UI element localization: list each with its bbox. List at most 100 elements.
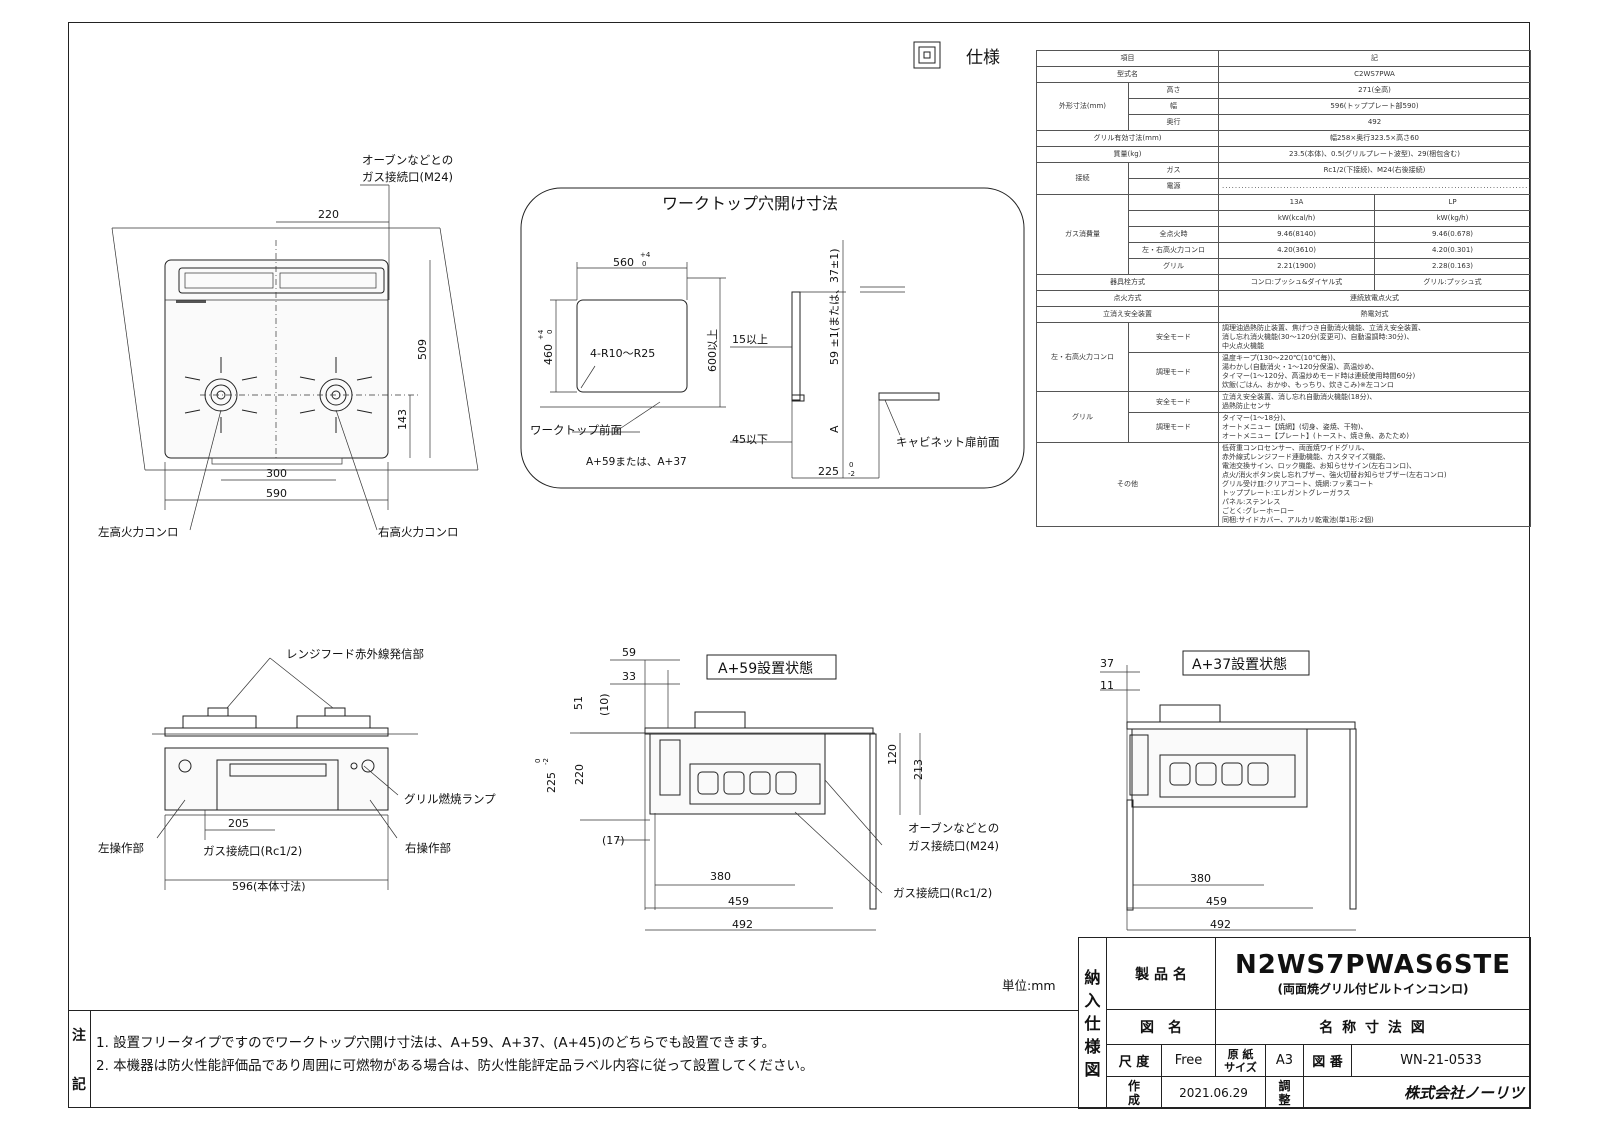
spec-burner-label: 左・右高火力コンロ xyxy=(1036,322,1129,392)
tol-460-lower: 0 xyxy=(546,330,554,334)
dim-300: 300 xyxy=(266,467,287,480)
spec-grill-size-label: グリル有効寸法(mm) xyxy=(1036,130,1219,147)
spec-width-value: 596(トッププレート部590) xyxy=(1218,98,1531,115)
dim-509: 509 xyxy=(416,339,429,360)
dim-a59-492: 492 xyxy=(732,918,753,931)
company-logo: 株式会社ノーリツ xyxy=(1302,1076,1532,1109)
notes-section: 注記 1. 設置フリータイプですのでワークトップ穴開け寸法は、A+59、A+37… xyxy=(68,1010,1078,1108)
spec-depth-value: 492 xyxy=(1218,114,1531,131)
spec-gasuse-row: グリル xyxy=(1128,258,1219,275)
spec-gasuse-13a: 4.20(3610) xyxy=(1218,242,1375,259)
spec-grill-safe-value: 立消え安全装置、消し忘れ自動消火機能(18分)、 過熱防止センサ xyxy=(1218,391,1531,413)
spec-gasuse-row: 左・右高火力コンロ xyxy=(1128,242,1219,259)
scale-value: Free xyxy=(1161,1044,1216,1077)
product-label: 製 品 名 xyxy=(1106,937,1216,1010)
spec-other-label: その他 xyxy=(1036,442,1219,527)
spec-gasuse-lp: 4.20(0.301) xyxy=(1374,242,1531,259)
spec-gasuse-13a: 2.21(1900) xyxy=(1218,258,1375,275)
side-char: 入 xyxy=(1084,990,1101,1010)
product-name: N2WS7PWAS6STE xyxy=(1234,950,1512,980)
a37-title: A+37設置状態 xyxy=(1192,657,1287,673)
spec-conn-label: 接続 xyxy=(1036,162,1129,195)
top-view xyxy=(111,184,479,531)
spec-power-value: ........................................… xyxy=(1218,178,1531,195)
spec-13a-unit: kW(kcal/h) xyxy=(1218,210,1375,227)
spec-gasuse-label: ガス消費量 xyxy=(1036,194,1129,275)
tol-225-upper: 0 xyxy=(849,461,853,469)
dim-a59-220: 220 xyxy=(573,764,586,785)
spec-safety-label: 立消え安全装置 xyxy=(1036,306,1219,323)
paper-label-2: サイズ xyxy=(1224,1060,1257,1074)
dim-560: 560 xyxy=(613,256,634,269)
adjust-label: 調整 xyxy=(1265,1076,1304,1109)
made-label: 作成 xyxy=(1106,1076,1162,1109)
notes-label-2: 記 xyxy=(72,1076,86,1093)
dim-a59-59: 59 xyxy=(622,646,636,659)
tol-a59-225-lower: -2 xyxy=(542,758,550,765)
side-char: 仕 xyxy=(1084,1013,1101,1033)
grill-lamp-label: グリル燃焼ランプ xyxy=(404,792,496,806)
dim-a37-380: 380 xyxy=(1190,872,1211,885)
side-a59-view xyxy=(570,659,921,931)
spec-ignite-label: 点火方式 xyxy=(1036,290,1219,307)
made-label-2: 成 xyxy=(1127,1092,1140,1107)
spec-power-label: 電源 xyxy=(1128,178,1219,195)
spec-outer-label: 外形寸法(mm) xyxy=(1036,82,1129,131)
spec-grill-safe-label: 安全モード xyxy=(1128,391,1219,413)
a37-title-box xyxy=(1182,650,1310,676)
spec-grill-cook-label: 調理モード xyxy=(1128,412,1219,443)
left-burner-label: 左高火力コンロ xyxy=(98,525,179,539)
unit-label: 単位:mm xyxy=(1002,978,1056,993)
spec-head-item: 項目 xyxy=(1036,50,1219,67)
spec-safety-value: 熱電対式 xyxy=(1218,306,1531,323)
spec-gasuse-13a: 9.46(8140) xyxy=(1218,226,1375,243)
product-cell: N2WS7PWAS6STE (両面焼グリル付ビルトインコンロ) xyxy=(1214,937,1532,1010)
note-1: 1. 設置フリータイプですのでワークトップ穴開け寸法は、A+59、A+37、(A… xyxy=(96,1035,776,1051)
notes-label: 注記 xyxy=(68,1011,91,1108)
dim-a37-11: 11 xyxy=(1100,679,1114,692)
cutout-drawing xyxy=(540,240,940,479)
figure-name: 名 称 寸 法 図 xyxy=(1214,1009,1532,1045)
paper-size: A3 xyxy=(1265,1044,1304,1077)
spec-lp-unit: kW(kg/h) xyxy=(1374,210,1531,227)
spec-grill-label: グリル xyxy=(1036,391,1129,443)
spec-gasuse-row: 全点火時 xyxy=(1128,226,1219,243)
drawing-number: WN-21-0533 xyxy=(1350,1044,1532,1077)
spec-other-value: 低荷重コンロセンサー、両面焼ワイドグリル、 赤外線式レンジフード連動機能、カスタ… xyxy=(1218,442,1531,527)
spec-width-label: 幅 xyxy=(1128,98,1219,115)
side-char: 様 xyxy=(1084,1036,1101,1056)
tol-a59-225-upper: 0 xyxy=(534,759,542,763)
note-2: 2. 本機器は防火性能評価品であり周囲に可燃物がある場合は、防火性能評定品ラベル… xyxy=(96,1058,814,1074)
spec-valve-label: 器具栓方式 xyxy=(1036,274,1219,291)
tol-560-upper: +4 xyxy=(640,251,651,259)
dim-205: 205 xyxy=(228,817,249,830)
a59-oven-label2: ガス接続口(M24) xyxy=(908,839,999,853)
tol-460-upper: +4 xyxy=(537,329,545,340)
dim-a59-33: 33 xyxy=(622,670,636,683)
front-view xyxy=(152,657,418,890)
title-side-label: 納入仕様図 xyxy=(1078,937,1107,1109)
spec-grill-cook-value: タイマー(1〜18分)、 オートメニュー【焼網】(切身、姿焼、干物)、 オートメ… xyxy=(1218,412,1531,443)
spec-valve-stove: コンロ:プッシュ&ダイヤル式 xyxy=(1218,274,1375,291)
top-gas-label1: オーブンなどとの xyxy=(362,153,453,167)
dim-460: 460 xyxy=(542,344,555,365)
right-burner-label: 右高火力コンロ xyxy=(378,525,459,539)
dim-a37-37: 37 xyxy=(1100,657,1114,670)
cutout-title: ワークトップ穴開け寸法 xyxy=(662,194,838,213)
side-a37-view xyxy=(1100,665,1357,931)
dim-a: A xyxy=(828,425,841,433)
spec-valve-grill: グリル:プッシュ式 xyxy=(1374,274,1531,291)
top-gas-label2: ガス接続口(M24) xyxy=(362,170,453,184)
figure-label: 図 名 xyxy=(1106,1009,1216,1045)
notes-label-1: 注 xyxy=(72,1028,86,1045)
spec-gasuse-lp: 9.46(0.678) xyxy=(1374,226,1531,243)
worktop-front-label: ワークトップ前面 xyxy=(530,423,622,437)
tol-560-lower: 0 xyxy=(642,260,646,268)
spec-13a-head: 13A xyxy=(1218,194,1375,211)
spec-head-value: 記 xyxy=(1218,50,1531,67)
dim-15: 15以上 xyxy=(732,333,768,346)
spec-gasuse-lp: 2.28(0.163) xyxy=(1374,258,1531,275)
dim-45: 45以下 xyxy=(732,433,768,446)
